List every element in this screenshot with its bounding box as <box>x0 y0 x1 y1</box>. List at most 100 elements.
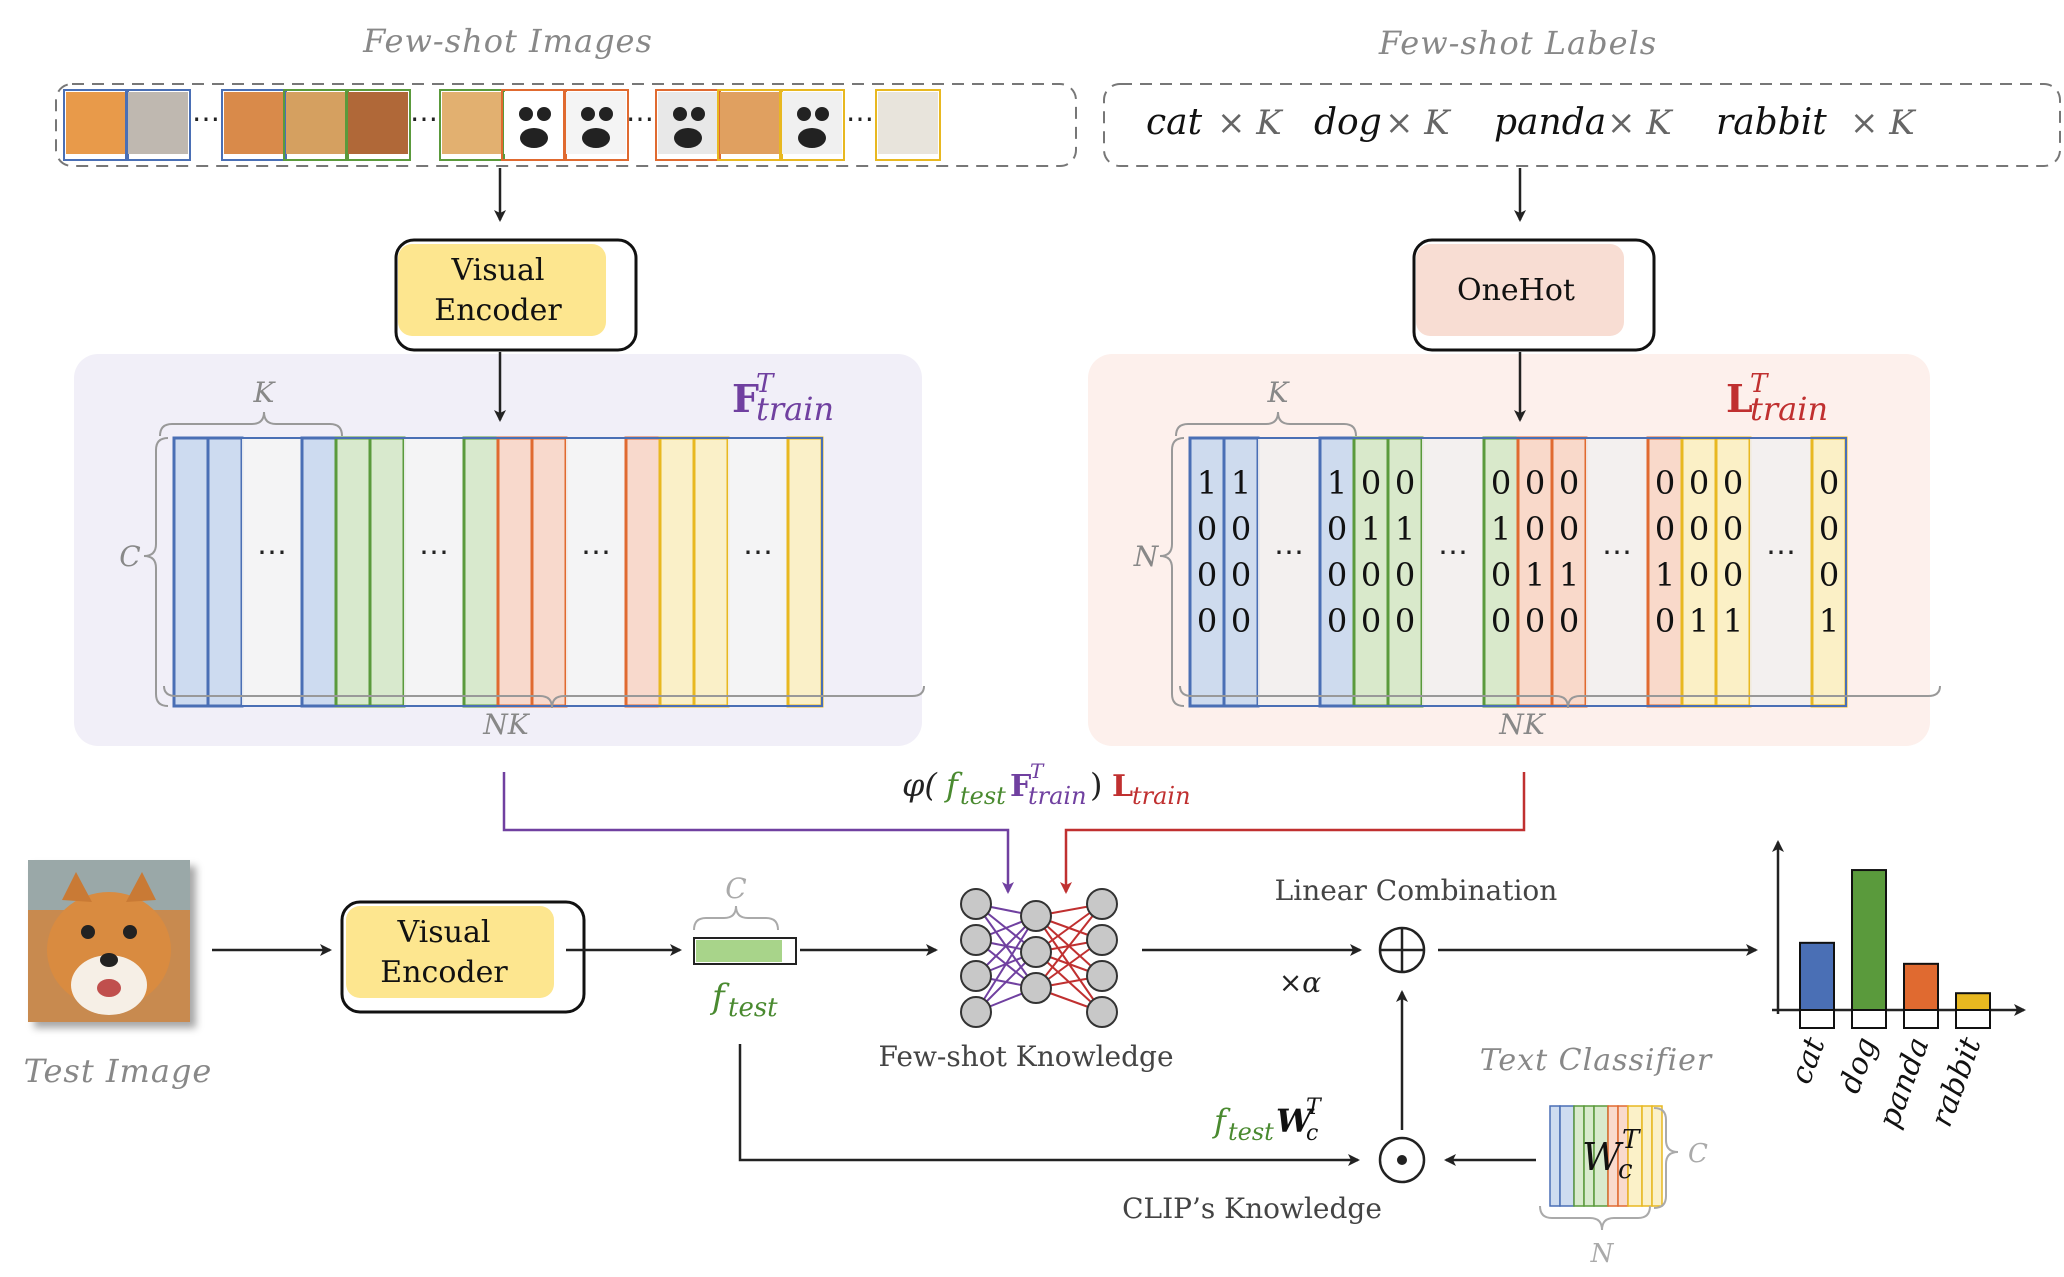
onehot-value: 0 <box>1689 464 1709 502</box>
matrix-dots: ⋯ <box>1438 535 1468 570</box>
feature-c-label: C <box>119 540 140 573</box>
onehot-value: 0 <box>1491 556 1511 594</box>
network-node <box>1086 996 1118 1028</box>
matrix-dots: ⋯ <box>581 535 611 570</box>
thumbnail-image <box>720 92 780 154</box>
wc-column-fill <box>1652 1106 1662 1206</box>
feature-title: F <box>732 376 759 421</box>
bar-label-dog: dog <box>1832 1033 1884 1098</box>
purple-connector <box>502 772 1014 894</box>
onehot-value: 0 <box>1655 510 1675 548</box>
matrix-column-fill <box>1552 438 1586 706</box>
panda-ear <box>519 107 533 121</box>
network-node <box>1020 936 1052 968</box>
visual-encoder-bottom-line2: Encoder <box>380 955 508 990</box>
arrow-ftest-to-odot <box>738 1044 1360 1166</box>
matrix-column-fill <box>1320 438 1354 706</box>
matrix-column-fill <box>498 438 532 706</box>
thumbnail-frame <box>875 89 941 161</box>
red-connector <box>1060 772 1526 894</box>
label-item-rabbit: rabbit <box>1716 102 1827 143</box>
onehot-value: 1 <box>1525 556 1545 594</box>
oplus-node <box>1378 926 1426 974</box>
thumbnail-image <box>348 92 408 154</box>
onehot-value: 0 <box>1525 602 1545 640</box>
few-shot-images-box <box>55 83 1077 167</box>
matrix-column-fill <box>208 438 242 706</box>
visual-encoder-bottom: Visual Encoder <box>340 900 586 1014</box>
onehot-value: 0 <box>1395 602 1415 640</box>
wc-n-brace <box>1539 1205 1651 1231</box>
feature-c-brace <box>143 437 169 707</box>
ftest-wc-formula: f test W T c <box>1212 1095 1323 1146</box>
wc-column-fill <box>1628 1106 1642 1206</box>
wc-column-fill <box>1594 1106 1608 1206</box>
feature-k-brace <box>159 411 343 437</box>
onehot-value: 0 <box>1819 464 1839 502</box>
onehot-value: 0 <box>1327 556 1347 594</box>
few-shot-knowledge-label: Few-shot Knowledge <box>878 1040 1173 1073</box>
onehot-value: 0 <box>1197 556 1217 594</box>
onehot-value: 0 <box>1559 602 1579 640</box>
label-nk-brace <box>1179 685 1941 709</box>
matrix-column-fill <box>1190 438 1224 706</box>
label-item-panda: panda <box>1494 102 1606 143</box>
thumbnail-image <box>224 92 284 154</box>
onehot-value: 0 <box>1655 464 1675 502</box>
formula-phi: φ( <box>902 766 938 804</box>
network-node <box>960 924 992 956</box>
label-item-multiplier: × K <box>1385 103 1452 143</box>
wc-n-label: N <box>1590 1239 1615 1269</box>
network-node <box>960 888 992 920</box>
onehot-encoder: OneHot <box>1412 238 1656 352</box>
thumbnail-image <box>286 92 346 154</box>
feature-k-label: K <box>253 376 277 409</box>
onehot-value: 0 <box>1819 556 1839 594</box>
label-item-cat: cat <box>1146 102 1203 143</box>
onehot-value: 1 <box>1655 556 1675 594</box>
wc-column-fill <box>1642 1106 1652 1206</box>
matrix-column-fill <box>404 438 464 706</box>
few-shot-labels-title: Few-shot Labels <box>1378 24 1657 62</box>
matrix-dots: ⋯ <box>257 535 287 570</box>
matrix-column-fill <box>788 438 822 706</box>
matrix-column-fill <box>728 438 788 706</box>
bar-rabbit <box>1955 992 1991 1012</box>
wc-c-label: C <box>1688 1139 1708 1169</box>
matrix-column-fill <box>1812 438 1846 706</box>
matrix-column-fill <box>1716 438 1750 706</box>
onehot-value: 0 <box>1559 510 1579 548</box>
panda-body <box>798 128 826 148</box>
onehot-value: 0 <box>1525 510 1545 548</box>
formula-f-sub: test <box>960 782 1006 810</box>
matrix-dots: ⋯ <box>1274 535 1304 570</box>
onehot-value: 0 <box>1723 556 1743 594</box>
text-classifier-label: Text Classifier <box>1480 1043 1713 1078</box>
wc-column <box>1651 1105 1663 1207</box>
onehot-value: 0 <box>1231 510 1251 548</box>
visual-encoder-top-line1: Visual <box>451 253 545 288</box>
matrix-column-fill <box>1484 438 1518 706</box>
label-k-label: K <box>1267 376 1291 409</box>
network-node <box>1020 900 1052 932</box>
matrix-dots: ⋯ <box>419 535 449 570</box>
wc-column-fill <box>1618 1106 1628 1206</box>
wc-column-fill <box>1584 1106 1594 1206</box>
onehot-value: 1 <box>1491 510 1511 548</box>
feature-title-main: F <box>732 376 759 421</box>
onehot-value: 0 <box>1491 602 1511 640</box>
onehot-value: 0 <box>1689 556 1709 594</box>
visual-encoder-top: Visual Encoder <box>394 238 638 352</box>
panda-ear <box>691 107 705 121</box>
onehot-value: 0 <box>1723 464 1743 502</box>
matrix-column-fill <box>242 438 302 706</box>
matrix-dots: ⋯ <box>1602 535 1632 570</box>
onehot-value: 1 <box>1559 556 1579 594</box>
matrix-column-fill <box>464 438 498 706</box>
panda-ear <box>673 107 687 121</box>
thumbnail-frame <box>779 89 845 161</box>
feature-title-sup: T <box>756 369 775 399</box>
thumbnail-frame <box>563 89 629 161</box>
